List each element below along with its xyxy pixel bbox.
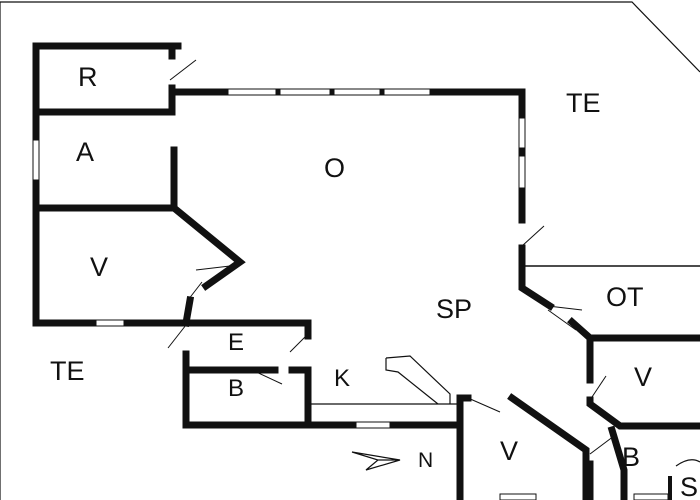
north-arrow-icon xyxy=(351,451,401,471)
room-label-k: K xyxy=(334,365,350,392)
room-label-r: R xyxy=(78,62,98,92)
doors xyxy=(167,59,615,455)
room-label-te-left: TE xyxy=(50,356,85,386)
room-label-ot: OT xyxy=(606,282,644,312)
room-label-e: E xyxy=(228,329,244,356)
room-label-b-left: B xyxy=(228,375,244,402)
room-label-a: A xyxy=(76,137,94,167)
room-label-o: O xyxy=(324,153,345,183)
room-label-te-top: TE xyxy=(566,88,601,118)
room-label-v-bottom: V xyxy=(500,436,518,466)
room-label-b-right: B xyxy=(622,442,640,472)
room-label-sp: SP xyxy=(436,294,472,324)
walls xyxy=(32,42,700,500)
room-labels: R A O TE V SP OT TE E B K V V B S N xyxy=(50,62,698,500)
windows xyxy=(32,88,669,500)
compass-label: N xyxy=(418,449,433,472)
room-label-s: S xyxy=(680,472,698,500)
room-label-v-right: V xyxy=(634,362,652,392)
kitchen-counter xyxy=(385,355,451,405)
room-label-v-left: V xyxy=(90,252,108,282)
